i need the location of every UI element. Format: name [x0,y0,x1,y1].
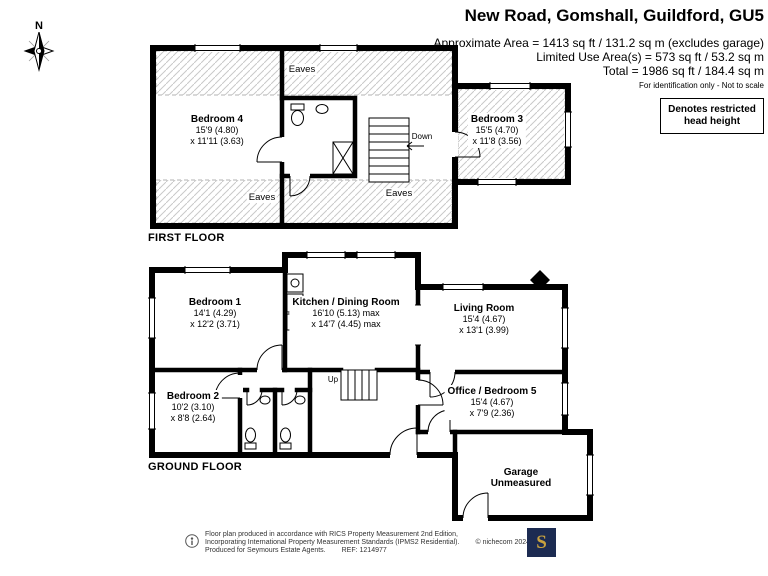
window [586,454,594,496]
stairs-up-label: Up [326,375,340,384]
room-dimension: x 11'11 (3.63) [190,136,244,146]
footer-copyright: © nichecom 2024. [475,538,532,546]
bathroom-door-arc [246,389,298,406]
limited-area-text: Limited Use Area(s) = 573 sq ft / 53.2 s… [536,50,764,64]
room-dimension: 16'10 (5.13) max [312,308,380,318]
fireplace-icon [530,270,550,290]
seymours-logo-letter: S [536,532,547,553]
wall-opening [415,304,421,346]
room-name: Bedroom 2 [166,391,220,402]
room-name: Bedroom 4 [190,114,244,125]
window [306,251,346,259]
eaves-label-bottom-left: Eaves [246,192,278,203]
identification-note: For identification only - Not to scale [639,81,764,90]
window [148,297,156,339]
window [477,178,517,186]
certification-icon [185,534,199,548]
door-arc [462,492,489,521]
window [564,111,572,148]
room-name: Bedroom 1 [188,297,242,308]
room-label-garage: Garage Unmeasured [487,466,555,490]
window [442,283,484,291]
footer-line-1: Floor plan produced in accordance with R… [205,531,458,538]
room-label-office-bedroom-5: Office / Bedroom 5 15'4 (4.67) x 7'9 (2.… [444,385,540,420]
footer-produced-for: Produced for Seymours Estate Agents. [205,546,326,554]
first-floor-interior-walls [279,45,358,229]
restricted-head-height-legend: Denotes restricted head height [660,98,764,134]
total-area-text: Total = 1986 sq ft / 184.4 sq m [602,64,764,78]
first-floor-windows [194,44,572,186]
compass-north-label: N [35,20,43,32]
door-arc [389,427,418,458]
bathroom-fixtures [244,395,306,450]
room-dimension: x 13'1 (3.99) [459,325,509,335]
ground-floor-doors [214,304,489,521]
room-dimension: 15'4 (4.67) [462,314,506,324]
window [319,44,358,52]
door-arc [256,136,285,163]
window [148,392,156,430]
footer-line-3: Produced for Seymours Estate Agents. REF:… [205,547,532,555]
room-dimension: x 8'8 (2.64) [170,413,216,423]
room-dimension: 10'2 (3.10) [171,402,215,412]
room-label-bedroom-1: Bedroom 1 14'1 (4.29) x 12'2 (3.71) [185,296,245,331]
first-floor-plan [150,44,572,229]
compass-rose: N [15,20,63,77]
ground-floor-title: GROUND FLOOR [148,461,243,473]
page-title: New Road, Gomshall, Guildford, GU5 [464,6,764,25]
eaves-label-bottom-middle: Eaves [383,188,415,199]
room-name: Bedroom 3 [470,114,524,125]
window [489,82,531,90]
room-name: Kitchen / Dining Room [292,297,400,308]
ground-floor-windows [148,251,594,496]
stairs-down-label: Down [410,132,434,141]
stairs-up [340,369,378,401]
door-arc [256,344,283,373]
down-arrow-icon [406,141,424,151]
room-label-bedroom-3: Bedroom 3 15'5 (4.70) x 11'8 (3.56) [467,113,527,148]
room-label-kitchen-dining: Kitchen / Dining Room 16'10 (5.13) max x… [289,296,403,331]
ground-floor-interior-walls [149,267,568,458]
room-dimension: 15'9 (4.80) [195,125,239,135]
room-dimension: x 14'7 (4.45) max [311,319,381,329]
room-name: Living Room [453,303,515,314]
room-label-bedroom-4: Bedroom 4 15'9 (4.80) x 11'11 (3.63) [187,113,247,148]
approx-area-text: Approximate Area = 1413 sq ft / 131.2 sq… [433,36,764,50]
window [184,266,231,274]
door-arc [415,379,444,406]
first-floor-doors [256,131,481,197]
room-dimension: x 11'8 (3.56) [472,136,522,146]
footer-disclaimer: Floor plan produced in accordance with R… [205,531,532,554]
footer-line-2: Incorporating International Property Mea… [205,539,532,547]
room-name: Office / Bedroom 5 [447,386,537,397]
window [356,251,396,259]
window [561,307,569,349]
eaves-label-top: Eaves [286,64,318,75]
room-dimension: 15'5 (4.70) [475,125,519,135]
footer-ref: REF: 1214977 [341,546,387,554]
first-floor-title: FIRST FLOOR [148,232,225,244]
window [194,44,241,52]
seymours-logo: S [527,528,556,557]
footer-ipms-text: Incorporating International Property Mea… [205,538,460,546]
room-dimension: Unmeasured [490,478,552,489]
room-dimension: 14'1 (4.29) [193,308,237,318]
room-name: Garage [503,467,539,478]
door-arc [289,173,311,197]
room-label-living-room: Living Room 15'4 (4.67) x 13'1 (3.99) [450,302,518,337]
room-label-bedroom-2: Bedroom 2 10'2 (3.10) x 8'8 (2.64) [163,390,223,425]
compass-icon [23,30,55,72]
room-dimension: x 12'2 (3.71) [190,319,240,329]
window [561,382,569,416]
stairs-down [368,117,410,183]
bathroom-fixtures [290,103,354,175]
room-dimension: x 7'9 (2.36) [469,408,515,418]
room-dimension: 15'4 (4.67) [470,397,514,407]
